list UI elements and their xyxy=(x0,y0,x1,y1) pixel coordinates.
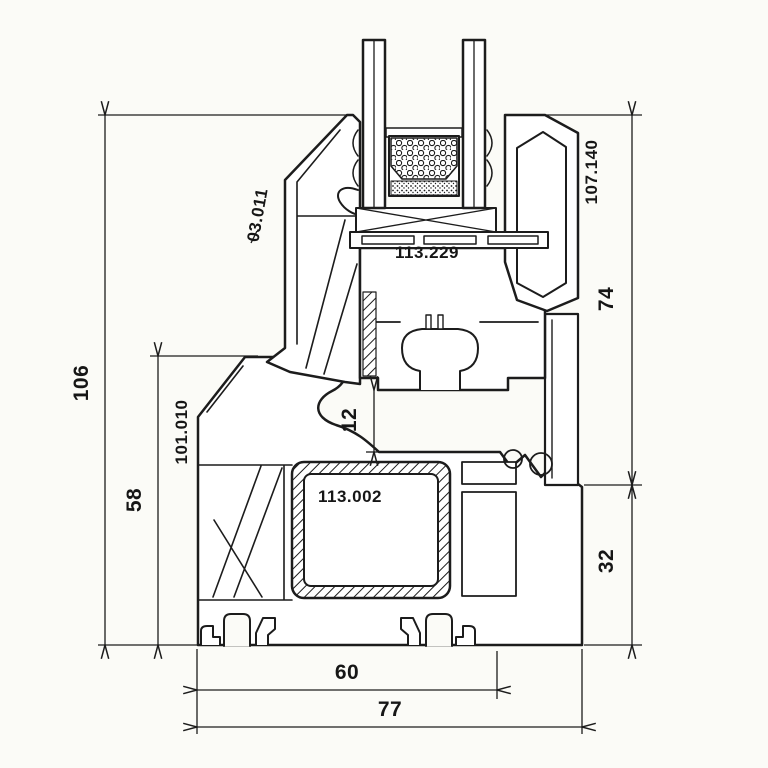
fixing-channel xyxy=(426,614,452,646)
foot-hook xyxy=(400,617,421,646)
spacer-desiccant xyxy=(390,180,458,196)
sash-left-webs xyxy=(296,129,361,375)
leader-03011 xyxy=(250,230,258,244)
gasket-fins-right xyxy=(486,129,493,187)
dim-label-32: 32 xyxy=(595,549,618,573)
foot-hook xyxy=(455,625,476,646)
frame-webs xyxy=(197,365,293,601)
glazing-seal-hook xyxy=(337,186,360,216)
dimension-lines xyxy=(98,115,642,734)
fixing-channel xyxy=(224,614,250,646)
part-label-frame: 101.010 xyxy=(172,400,191,465)
dim-label-74: 74 xyxy=(595,287,618,311)
dim-label-106: 106 xyxy=(70,365,93,402)
fixing-channel-outline xyxy=(425,613,453,647)
part-label-glazing-bead: 107.140 xyxy=(582,140,601,205)
foot-hook xyxy=(255,617,276,646)
steel-reinforcement: 113.002 xyxy=(290,460,452,600)
frame-chamber xyxy=(461,491,517,597)
label-steel-reinforcement: 113.002 xyxy=(318,487,382,506)
gasket-curl xyxy=(503,449,523,469)
dim-label-77: 77 xyxy=(378,698,402,721)
setting-block-cross xyxy=(355,207,497,233)
dim-label-12: 12 xyxy=(338,408,361,432)
groove-prong xyxy=(425,314,432,330)
clip xyxy=(487,235,539,245)
sash-left-outline xyxy=(265,113,362,386)
frame-outer-wall xyxy=(543,312,580,487)
foot-hook xyxy=(200,625,221,646)
labels: 106 58 74 32 12 60 77 03.011 107.140 113… xyxy=(70,140,618,721)
gasket-fins-left xyxy=(352,129,359,187)
dim-label-58: 58 xyxy=(123,488,146,512)
spacer-honeycomb xyxy=(390,137,458,180)
bead-hole xyxy=(516,131,567,298)
glazing-bead-profile xyxy=(503,113,580,313)
glazing-unit xyxy=(349,38,549,249)
hatch-strip xyxy=(362,291,377,377)
gasket-curl xyxy=(529,452,553,476)
clip xyxy=(423,235,477,245)
dim-label-60: 60 xyxy=(335,661,359,684)
clip xyxy=(361,235,415,245)
groove-prong xyxy=(437,314,444,330)
part-label-sash-chamber: 113.229 xyxy=(395,243,459,262)
frame-chamber xyxy=(461,461,517,485)
steel-inner xyxy=(303,473,439,587)
fixing-channel-outline xyxy=(223,613,251,647)
